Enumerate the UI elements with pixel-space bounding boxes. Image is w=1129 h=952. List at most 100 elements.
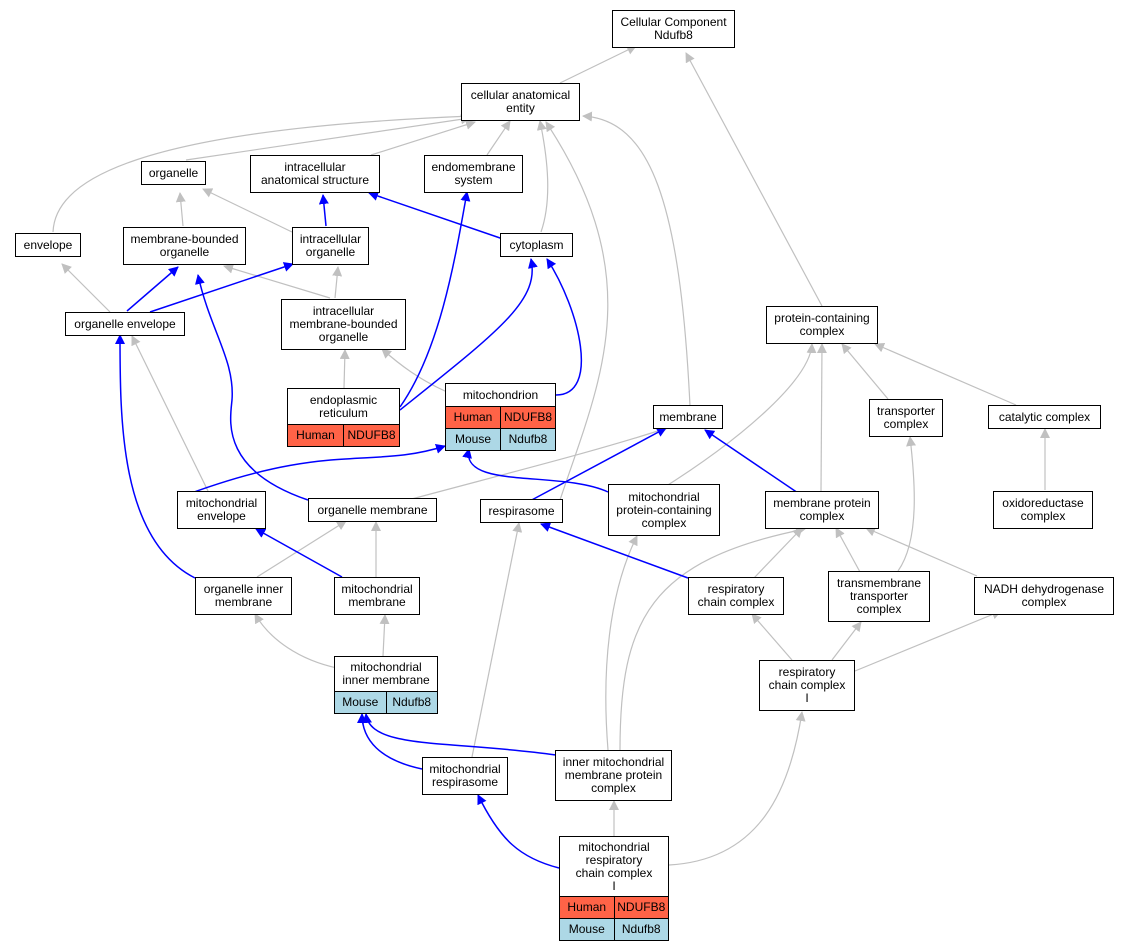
node-organelle-envelope[interactable]: organelle envelope <box>65 312 185 336</box>
node-intracellular-anatomical-structure[interactable]: intracellular anatomical structure <box>250 155 380 193</box>
edge-isa <box>185 114 471 161</box>
edge-isa <box>254 613 338 669</box>
node-title: mitochondrion <box>462 387 539 402</box>
node-membrane-bounded-organelle[interactable]: membrane-bounded organelle <box>123 227 246 265</box>
edge-isa <box>407 426 668 501</box>
node-catalytic-complex[interactable]: catalytic complex <box>988 405 1101 429</box>
gene-label: NDUFB8 <box>500 407 555 428</box>
edge-part-of <box>362 713 557 756</box>
node-transmembrane-transporter-complex[interactable]: transmembrane transporter complex <box>828 571 930 622</box>
node-mitochondrial-respirasome[interactable]: mitochondrial respirasome <box>422 757 508 795</box>
node-title: mitochondrial inner membrane <box>342 660 430 687</box>
node-organelle-inner-membrane[interactable]: organelle inner membrane <box>195 577 292 615</box>
species-label: Mouse <box>454 432 492 446</box>
node-protein-containing-complex[interactable]: protein-containing complex <box>766 306 878 344</box>
edge-isa <box>619 525 806 751</box>
gene-label: Ndufb8 <box>500 429 555 450</box>
edge-isa <box>370 119 476 156</box>
edge-isa <box>545 121 609 501</box>
gene-label: Ndufb8 <box>613 919 669 940</box>
edge-isa <box>536 120 549 233</box>
annotation-row-human: Human NDUFB8 <box>446 406 555 428</box>
edge-isa <box>381 348 448 393</box>
edge-part-of <box>399 258 538 411</box>
edge-isa <box>471 522 523 758</box>
node-respiratory-chain-complex[interactable]: respiratory chain complex <box>688 577 784 615</box>
edge-isa <box>379 614 390 657</box>
edge-isa <box>751 613 793 661</box>
annotation-row-mouse: Mouse Ndufb8 <box>335 691 437 713</box>
edge-isa <box>816 343 827 492</box>
edge-part-of <box>462 448 609 493</box>
node-mitochondrial-membrane[interactable]: mitochondrial membrane <box>334 577 420 615</box>
node-mitochondrion[interactable]: mitochondrion Human NDUFB8 Mouse Ndufb8 <box>445 383 556 451</box>
node-cytoplasm[interactable]: cytoplasm <box>500 233 573 257</box>
edge-part-of <box>368 191 504 240</box>
node-oxidoreductase-complex[interactable]: oxidoreductase complex <box>993 491 1093 529</box>
species-label: Human <box>567 900 607 914</box>
node-respirasome[interactable]: respirasome <box>480 499 563 523</box>
node-inner-mitochondrial-membrane-protein-complex[interactable]: inner mitochondrial membrane protein com… <box>555 750 672 801</box>
edge-isa <box>865 526 978 577</box>
edge-isa <box>223 263 331 299</box>
edge-isa <box>332 266 343 299</box>
node-transporter-complex[interactable]: transporter complex <box>869 399 943 437</box>
gene-label: NDUFB8 <box>343 425 399 446</box>
annotation-row-human: Human NDUFB8 <box>288 424 399 446</box>
species-label: Mouse <box>342 695 379 709</box>
node-cellular-anatomical-entity[interactable]: cellular anatomical entity <box>461 83 580 121</box>
node-intracellular-membrane-bounded-organelle[interactable]: intracellular membrane-bounded organelle <box>281 299 406 350</box>
edge-isa <box>753 527 803 579</box>
node-endoplasmic-reticulum[interactable]: endoplasmic reticulum Human NDUFB8 <box>287 388 400 447</box>
edge-isa <box>835 527 861 573</box>
edge-isa <box>605 535 638 751</box>
edge-isa <box>897 436 917 572</box>
annotation-row-mouse: Mouse Ndufb8 <box>560 918 668 940</box>
species-label: Human <box>296 428 335 442</box>
edge-isa <box>854 609 1002 672</box>
edge-isa <box>61 263 111 313</box>
edge-isa <box>582 111 691 407</box>
edge-isa <box>874 342 1017 406</box>
edge-part-of <box>477 794 560 869</box>
node-intracellular-organelle[interactable]: intracellular organelle <box>292 227 369 265</box>
annotation-row-mouse: Mouse Ndufb8 <box>446 428 555 450</box>
node-nadh-dehydrogenase-complex[interactable]: NADH dehydrogenase complex <box>974 577 1114 615</box>
edge-isa <box>659 343 817 491</box>
species-label: Human <box>453 410 493 424</box>
edge-isa <box>131 335 209 492</box>
node-title: endoplasmic reticulum <box>309 392 378 420</box>
annotation-row-human: Human NDUFB8 <box>560 896 668 918</box>
edge-isa <box>52 111 473 233</box>
node-membrane-protein-complex[interactable]: membrane protein complex <box>765 491 879 529</box>
node-organelle-membrane[interactable]: organelle membrane <box>308 498 437 522</box>
node-cellular-component[interactable]: Cellular Component Ndufb8 <box>612 10 735 48</box>
edge-part-of <box>115 334 196 579</box>
edge-part-of <box>255 528 343 578</box>
edge-part-of <box>399 191 471 408</box>
gene-label: NDUFB8 <box>613 897 669 918</box>
edge-isa <box>175 192 186 227</box>
edge-isa <box>256 520 347 578</box>
node-mitochondrial-inner-membrane[interactable]: mitochondrial inner membrane Mouse Ndufb… <box>334 656 438 714</box>
node-envelope[interactable]: envelope <box>15 233 81 257</box>
node-mitochondrial-respiratory-chain-complex-i[interactable]: mitochondrial respiratory chain complex … <box>559 836 669 941</box>
node-membrane[interactable]: membrane <box>653 405 723 429</box>
node-mitochondrial-envelope[interactable]: mitochondrial envelope <box>177 491 266 529</box>
node-organelle[interactable]: organelle <box>141 161 206 185</box>
edge-part-of <box>195 274 309 501</box>
node-title: mitochondrial respiratory chain complex … <box>575 839 653 893</box>
edge-part-of <box>126 266 179 312</box>
edge-part-of <box>149 262 294 313</box>
species-label: Mouse <box>568 922 605 936</box>
node-endomembrane-system[interactable]: endomembrane system <box>424 155 523 193</box>
edge-part-of <box>527 427 667 503</box>
edge-part-of <box>546 258 583 396</box>
edge-isa <box>559 45 637 84</box>
node-respiratory-chain-complex-i[interactable]: respiratory chain complex I <box>759 660 855 711</box>
node-mitochondrial-protein-containing-complex[interactable]: mitochondrial protein-containing complex <box>608 484 720 536</box>
edge-isa <box>685 52 823 307</box>
edge-part-of <box>540 522 689 579</box>
edge-isa <box>202 188 293 233</box>
